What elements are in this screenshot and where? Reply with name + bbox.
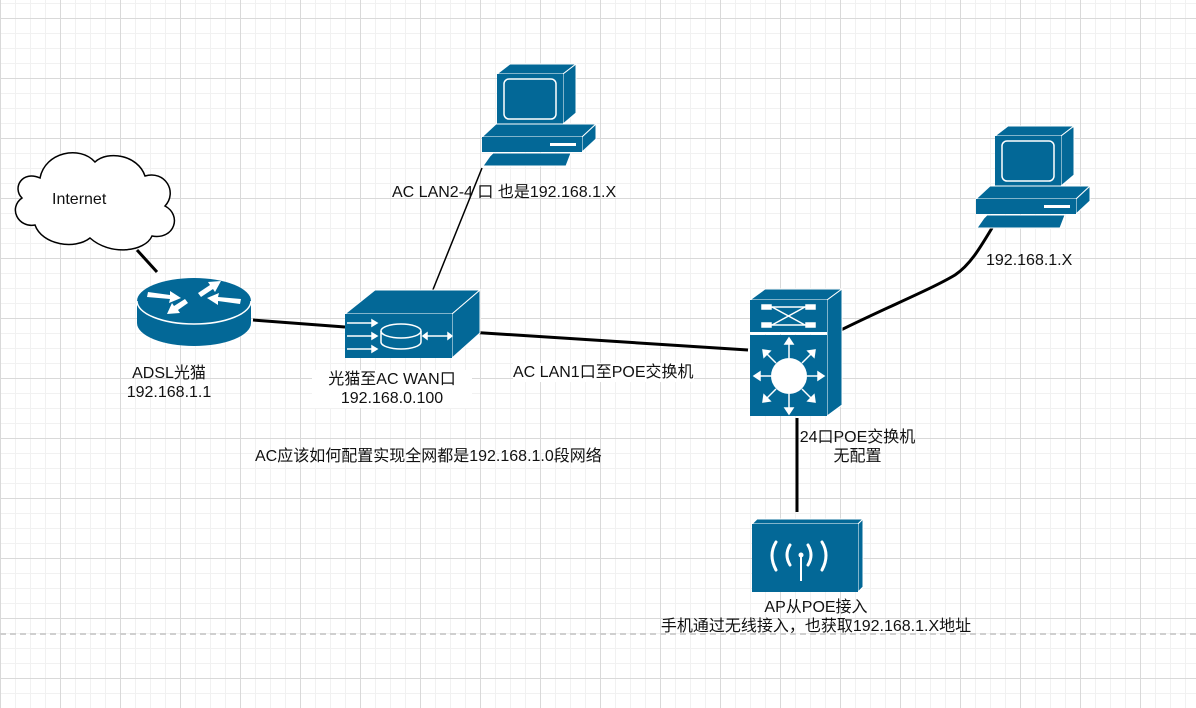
ap-label-note: 手机通过无线接入，也获取192.168.1.X地址: [660, 618, 972, 635]
edge-poe-switch-pc-right[interactable]: [830, 227, 994, 337]
edge-ac-switch-label: AC LAN1口至POE交换机: [513, 363, 694, 382]
page-break-line: [0, 633, 1196, 635]
modem-label: ADSL光猫 192.168.1.1: [104, 364, 234, 402]
access-controller-icon[interactable]: [343, 288, 482, 360]
internet-cloud-icon[interactable]: [14, 152, 176, 251]
pc-right-label: 192.168.1.X: [986, 252, 1073, 269]
poe-switch-label-config: 无配置: [833, 448, 882, 465]
workstation-right-icon[interactable]: [974, 124, 1092, 229]
poe-switch-label-name: 24口POE交换机: [799, 429, 916, 446]
pc-top-label: AC LAN2-4 口 也是192.168.1.X: [392, 184, 617, 201]
annotation-question: AC应该如何配置实现全网都是192.168.1.0段网络: [255, 448, 602, 465]
modem-label-ip: 192.168.1.1: [126, 384, 212, 401]
edge-internet-modem[interactable]: [135, 248, 159, 274]
ap-label: AP从POE接入 手机通过无线接入，也获取192.168.1.X地址: [636, 598, 996, 636]
ap-label-name: AP从POE接入: [764, 599, 868, 616]
wireless-ap-icon[interactable]: [750, 517, 865, 594]
edge-modem-ac[interactable]: [252, 318, 346, 329]
ac-label-name: 光猫至AC WAN口: [328, 371, 456, 388]
ac-label: 光猫至AC WAN口 192.168.0.100: [312, 370, 472, 408]
internet-label: Internet: [52, 191, 107, 208]
edge-ac-poe-switch[interactable]: [452, 329, 749, 352]
workstation-top-icon[interactable]: [480, 62, 598, 167]
router-icon[interactable]: [136, 278, 252, 346]
poe-switch-label: 24口POE交换机 无配置: [790, 428, 925, 466]
layer3-switch-icon[interactable]: [748, 288, 844, 417]
edge-ac-pc-top[interactable]: [431, 167, 483, 293]
ac-label-ip: 192.168.0.100: [340, 390, 444, 407]
modem-label-name: ADSL光猫: [132, 365, 206, 382]
